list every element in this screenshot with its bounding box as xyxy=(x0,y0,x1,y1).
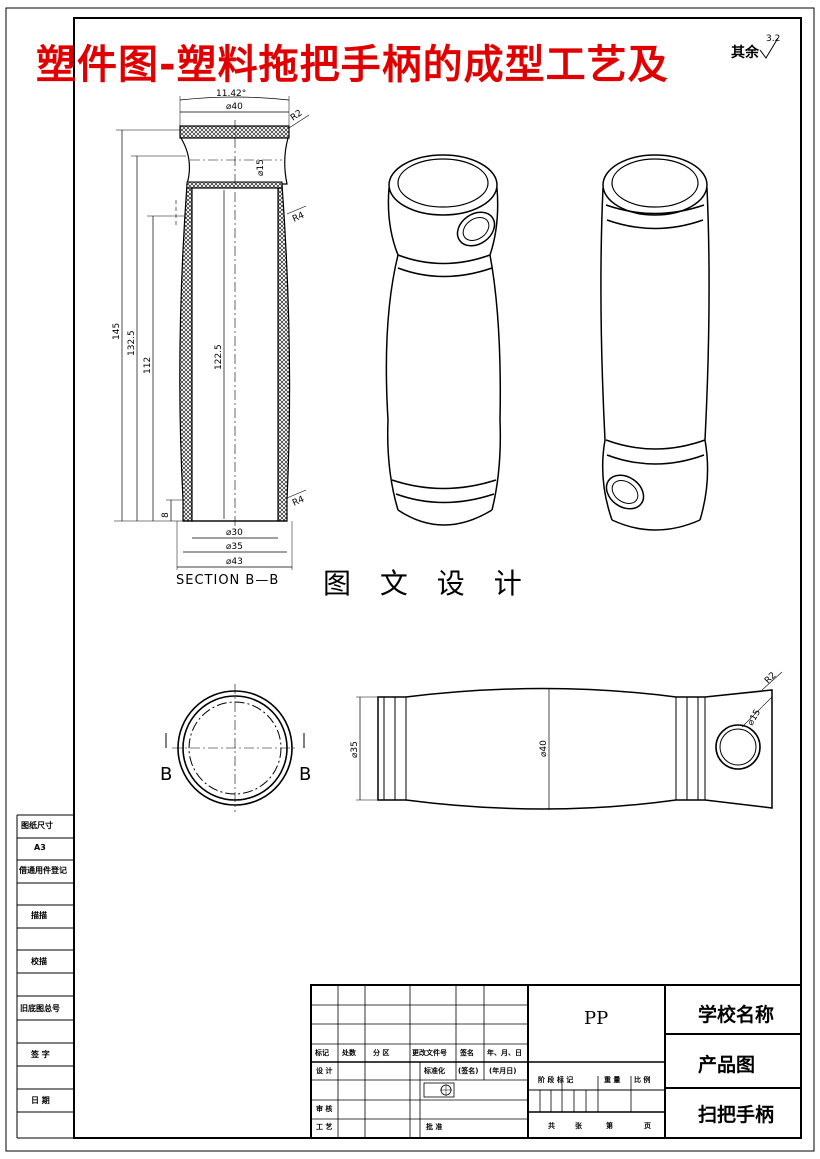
sheet-total-label: 共 xyxy=(548,1122,555,1130)
dim-112: 112 xyxy=(143,357,153,374)
dim-r2-top: R2 xyxy=(289,108,305,123)
dim-8: 8 xyxy=(161,512,171,518)
dim-d43: ⌀43 xyxy=(226,557,243,567)
row-signed: (签名) xyxy=(458,1067,479,1075)
left-cell-check: 校描 xyxy=(31,957,47,966)
stage-mark-header: 阶 段 标 记 xyxy=(538,1076,574,1084)
roughness-symbol xyxy=(759,37,779,59)
drawing-type: 产品图 xyxy=(698,1054,756,1076)
row-process: 工 艺 xyxy=(316,1123,333,1131)
left-cell-paper-size: 图纸尺寸 xyxy=(21,821,53,830)
row-review: 审 核 xyxy=(316,1105,333,1113)
drawing-title: 塑件图-塑料拖把手柄的成型工艺及 xyxy=(36,42,669,88)
header-zone: 分 区 xyxy=(373,1049,390,1057)
dim-side-d35: ⌀35 xyxy=(350,741,360,758)
section-label: SECTION B—B xyxy=(176,573,280,588)
dim-taper: 11.42° xyxy=(216,89,246,99)
row-standard: 标准化 xyxy=(424,1067,445,1075)
scale-header: 比 例 xyxy=(634,1076,651,1084)
row-approve: 批 准 xyxy=(426,1123,443,1131)
header-mark: 标记 xyxy=(315,1049,329,1057)
left-column-grid xyxy=(16,814,74,1139)
dim-132-5: 132.5 xyxy=(127,330,137,356)
row-ymd: (年月日) xyxy=(489,1067,517,1075)
left-cell-trace: 描描 xyxy=(31,911,47,920)
header-count: 处数 xyxy=(342,1049,356,1057)
dim-r4-bot: R4 xyxy=(291,494,306,508)
section-view: 11.42° ⌀40 R2 ⌀15 R4 R4 145 132.5 112 8 … xyxy=(112,89,310,570)
dim-145: 145 xyxy=(112,323,122,340)
dim-side-d15: ⌀15 xyxy=(746,708,763,728)
header-date: 年、月、日 xyxy=(487,1049,522,1057)
part-name: 扫把手柄 xyxy=(698,1104,775,1126)
title-block-grid xyxy=(310,984,802,1139)
row-design: 设 计 xyxy=(316,1067,333,1075)
dim-r4-top: R4 xyxy=(291,210,306,224)
school-name: 学校名称 xyxy=(698,1004,775,1026)
surface-note: 其余 xyxy=(731,45,759,61)
header-change-doc: 更改文件号 xyxy=(412,1049,447,1057)
header-sign: 签名 xyxy=(460,1049,474,1057)
dim-side-d40: ⌀40 xyxy=(539,740,549,757)
left-cell-date: 日 期 xyxy=(31,1096,50,1105)
material-value: PP xyxy=(584,1008,609,1029)
end-view xyxy=(165,684,305,812)
design-label: 图 文 设 计 xyxy=(323,567,532,600)
weight-header: 重 量 xyxy=(604,1076,621,1084)
left-cell-signature: 签 字 xyxy=(31,1050,50,1059)
left-cell-old-number: 旧底图总号 xyxy=(20,1004,60,1013)
roughness-value: 3.2 xyxy=(766,34,780,44)
outer-border xyxy=(5,7,815,1152)
sheet-page-label: 页 xyxy=(644,1122,651,1130)
sheet-unit-label: 张 xyxy=(575,1122,582,1130)
dim-d40-top: ⌀40 xyxy=(226,102,243,112)
iso-view-1 xyxy=(385,154,502,526)
side-view xyxy=(356,671,783,810)
dim-d15: ⌀15 xyxy=(256,159,266,176)
left-cell-register: 借通用件登记 xyxy=(19,866,67,875)
section-mark-right: B xyxy=(299,764,311,785)
dim-122-5: 122.5 xyxy=(214,344,224,370)
section-mark-left: B xyxy=(160,764,172,785)
sheet-number-label: 第 xyxy=(606,1122,613,1130)
left-cell-a3: A3 xyxy=(34,843,46,852)
dim-side-r2: R2 xyxy=(763,671,779,687)
iso-view-2 xyxy=(600,154,710,531)
dim-d30: ⌀30 xyxy=(226,528,243,538)
dim-d35: ⌀35 xyxy=(226,542,243,552)
